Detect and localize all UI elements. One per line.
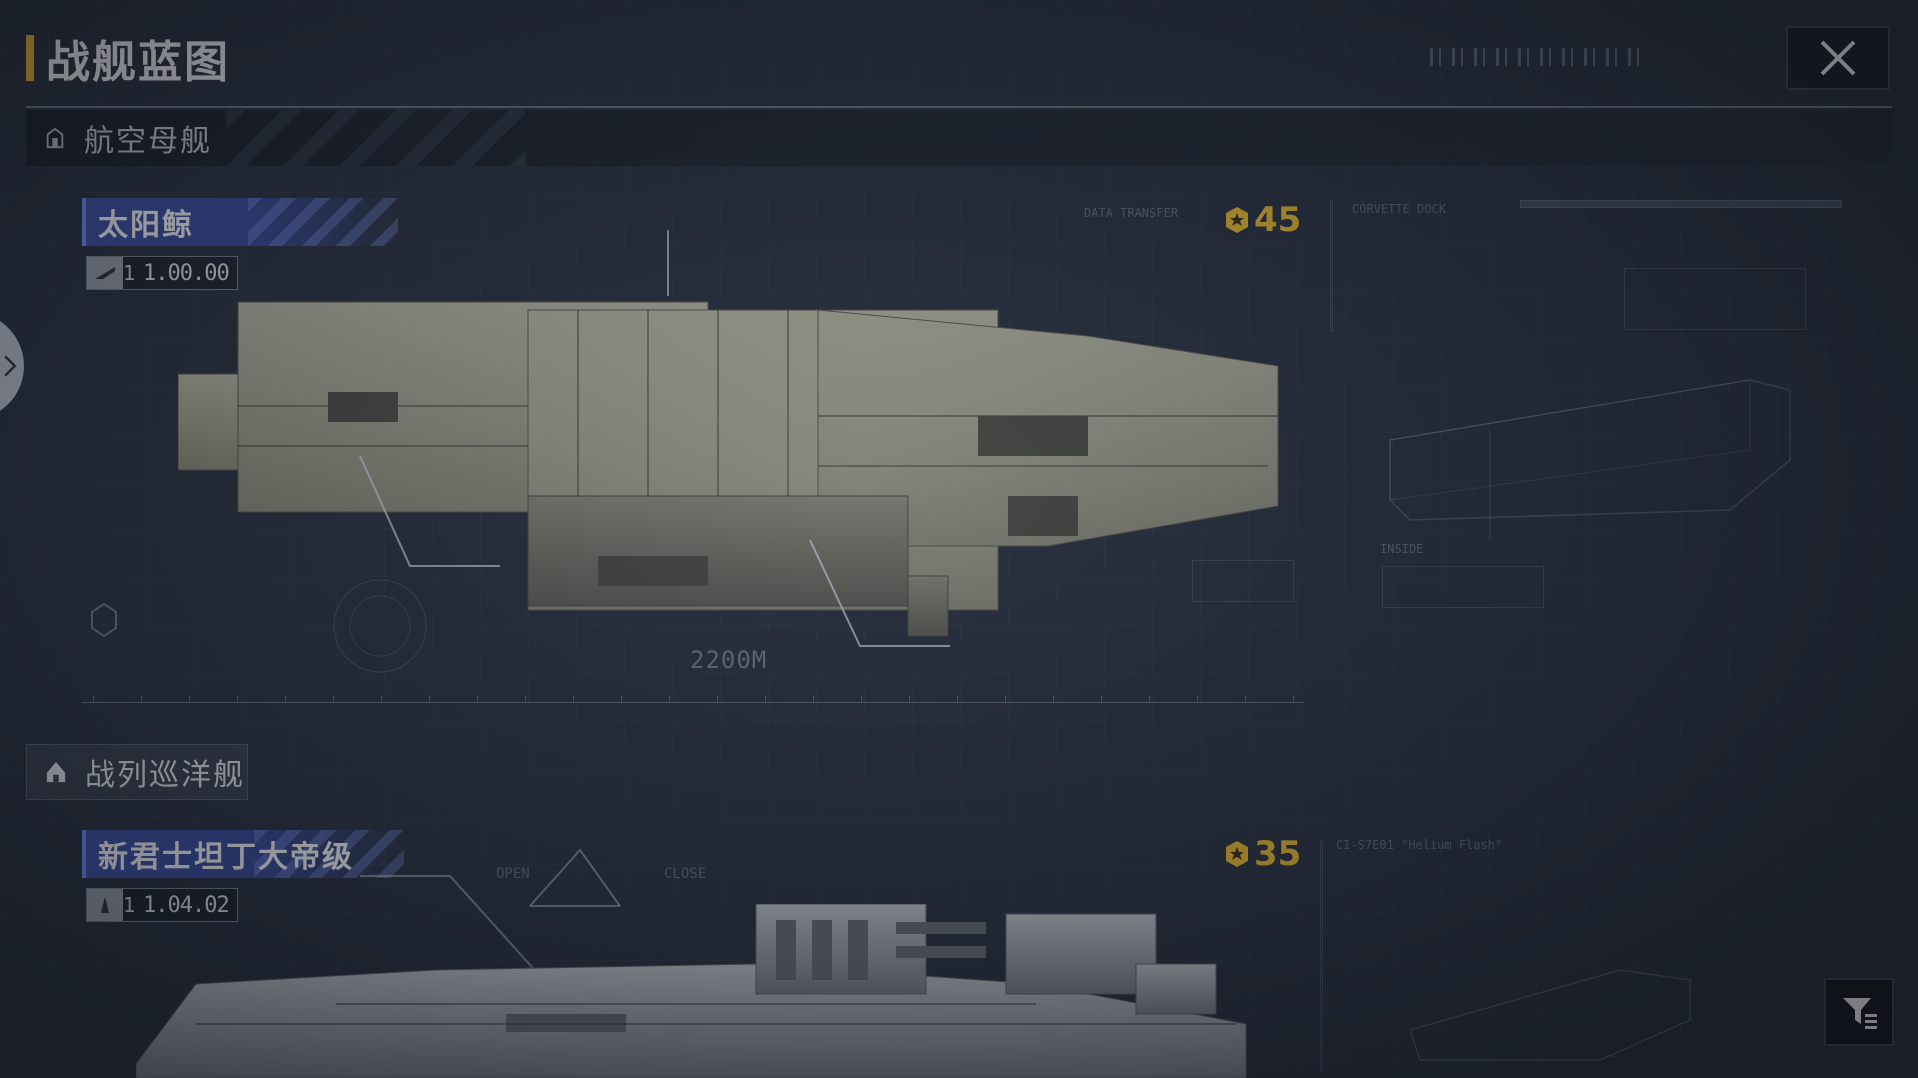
- schematic-bar: [1520, 200, 1842, 208]
- ship-cost-1: 45: [1222, 200, 1301, 240]
- cruiser-category-icon: [41, 757, 71, 787]
- ship-name-tag-1[interactable]: 太阳鲸: [82, 198, 398, 246]
- schematic-hull-drawing: [1389, 379, 1791, 540]
- name-tag-stripes: [248, 198, 398, 246]
- category-label-battlecruiser: 战列巡洋舰: [85, 758, 245, 793]
- schematic-hull-drawing-2: [1409, 969, 1691, 1061]
- medal-currency-icon: [1226, 207, 1248, 233]
- filter-icon: [1843, 998, 1877, 1029]
- ship-name-2: 新君士坦丁大帝级: [98, 840, 354, 875]
- chevron-right-icon: [4, 355, 17, 377]
- ship-version-box-1: 1 1.00.00: [86, 256, 238, 290]
- data-transfer-label: DATA TRANSFER: [1084, 206, 1178, 220]
- category-label-carrier: 航空母舰: [84, 124, 212, 159]
- ship-class-icon: [87, 257, 123, 289]
- ship-name-1: 太阳鲸: [98, 208, 194, 243]
- category-header-battlecruiser[interactable]: 战列巡洋舰: [26, 744, 248, 800]
- hatch-diagram: [529, 848, 621, 907]
- scale-label: 2200M: [690, 646, 768, 674]
- barcode-decoration: [1430, 48, 1650, 66]
- schematic-box-2: [1382, 566, 1544, 608]
- ship-cost-value-1: 45: [1254, 200, 1302, 240]
- carrier-category-icon: [40, 123, 70, 153]
- category-stripes: [226, 110, 526, 166]
- category-header-carrier[interactable]: 航空母舰: [26, 110, 1894, 166]
- page-header: 战舰蓝图: [26, 30, 230, 88]
- ship-class-icon: [87, 889, 123, 921]
- schematic-box: [1624, 268, 1806, 330]
- filter-button[interactable]: [1824, 978, 1894, 1046]
- scale-ruler: [82, 688, 1304, 703]
- close-button[interactable]: [1786, 26, 1890, 90]
- schematic-line: [1330, 200, 1333, 332]
- header-divider: [26, 106, 1892, 108]
- title-accent-bar: [26, 35, 34, 81]
- inside-label: INSIDE: [1380, 542, 1424, 556]
- ship-cost-2: 35: [1222, 834, 1301, 874]
- tier-mark-1: 1: [123, 261, 136, 285]
- page-title: 战舰蓝图: [46, 37, 230, 88]
- corvette-dock-label: CORVETTE DOCK: [1352, 202, 1446, 216]
- schematic-line-2: [1320, 840, 1323, 1072]
- close-icon: [1820, 40, 1856, 76]
- ship-cost-value-2: 35: [1254, 834, 1302, 874]
- close-label: CLOSE: [664, 866, 707, 882]
- medal-currency-icon: [1226, 841, 1248, 867]
- ship2-code-label: CI-S7E01 "Helium Flash": [1336, 838, 1503, 852]
- ship-name-tag-2[interactable]: 新君士坦丁大帝级: [82, 830, 404, 878]
- tier-mark-2: 1: [123, 893, 136, 917]
- ship-version-1: 1.00.00: [143, 260, 230, 286]
- ship-image-taiyangjing[interactable]: [178, 296, 1288, 646]
- ship-image-new-constantine[interactable]: [136, 904, 1256, 1078]
